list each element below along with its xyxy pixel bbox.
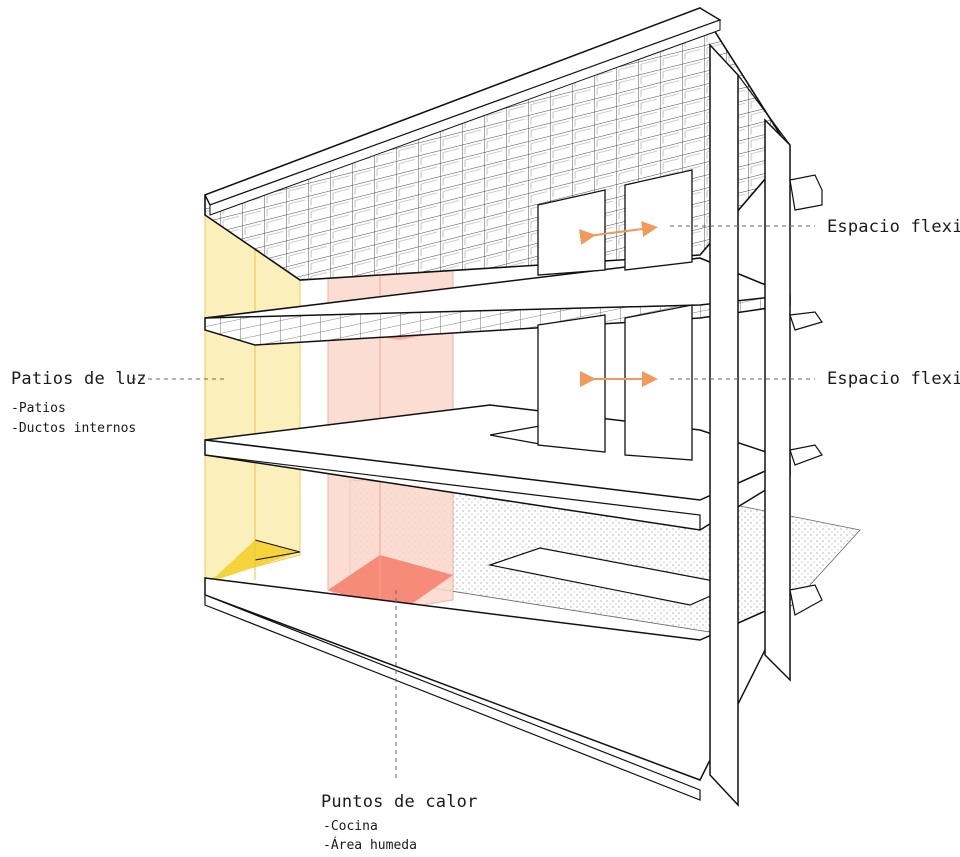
ground-floor-slab [204, 547, 792, 801]
flex-top-title: Espacio flexible [827, 217, 960, 237]
roof-slab [204, 7, 791, 281]
flex-mid-title: Espacio flexible [827, 369, 960, 389]
calor-item-2: -Área humeda [323, 838, 417, 853]
leader-lines [132, 225, 815, 780]
calor-title: Puntos de calor [321, 792, 478, 812]
flexible-partitions [537, 169, 693, 461]
patios-title: Patios de luz [11, 369, 147, 389]
patios-item-1: -Patios [11, 401, 66, 416]
beam-ends [789, 174, 823, 616]
flex-arrow-top [579, 221, 658, 245]
patios-item-2: -Ductos internos [11, 421, 137, 436]
structural-columns [709, 43, 791, 807]
calor-item-1: -Cocina [323, 819, 378, 834]
